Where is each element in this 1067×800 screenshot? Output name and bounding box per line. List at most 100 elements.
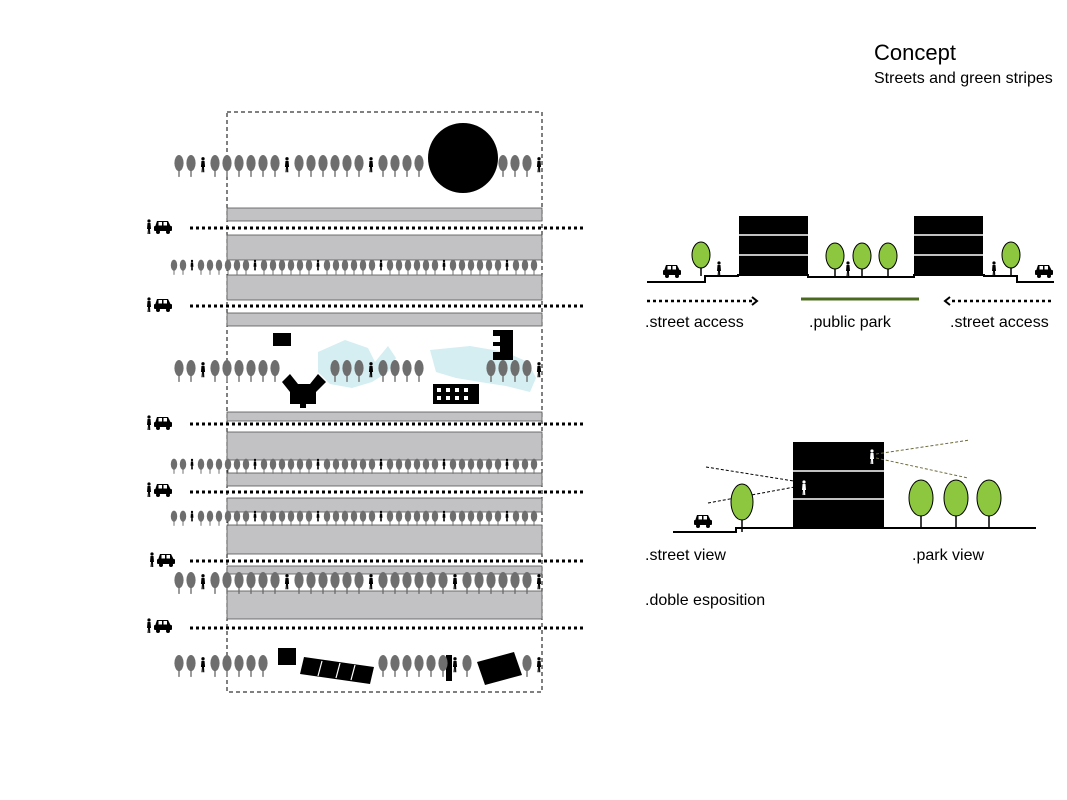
tree-icon xyxy=(431,259,439,275)
tree-icon xyxy=(449,458,457,474)
tree-icon xyxy=(197,458,205,474)
pedestrian-icon xyxy=(505,259,509,271)
pedestrian-icon xyxy=(253,458,257,470)
pedestrian-icon xyxy=(717,261,721,276)
tree-icon xyxy=(215,259,223,275)
tree-icon xyxy=(260,259,268,275)
tree-icon xyxy=(296,259,304,275)
car-icon xyxy=(157,554,175,567)
tree-icon xyxy=(368,458,376,474)
tree-icon xyxy=(350,458,358,474)
tree-icon xyxy=(270,360,280,382)
tree-icon xyxy=(296,510,304,526)
car-icon xyxy=(154,620,172,633)
car-icon xyxy=(694,515,712,528)
building xyxy=(278,648,296,665)
tree-icon xyxy=(498,155,508,177)
tree-icon xyxy=(287,510,295,526)
tree-icon xyxy=(395,458,403,474)
street-icons xyxy=(147,219,175,633)
stripe xyxy=(226,274,543,301)
tree-icon xyxy=(426,655,436,677)
tree-icon xyxy=(878,242,898,277)
tree-icon xyxy=(485,510,493,526)
tree-icon xyxy=(287,259,295,275)
tree-icon xyxy=(332,259,340,275)
tree-icon xyxy=(852,242,872,277)
sight-lines xyxy=(705,466,801,504)
stripe xyxy=(226,524,543,555)
tree-icon xyxy=(323,259,331,275)
pedestrian-icon xyxy=(190,259,194,271)
tree-icon xyxy=(378,655,388,677)
tree-icon xyxy=(422,458,430,474)
label-park-view: .park view xyxy=(912,547,985,564)
pedestrian-icon xyxy=(190,458,194,470)
tree-icon xyxy=(494,458,502,474)
building-windows xyxy=(437,388,468,400)
label-street-access-left: .street access xyxy=(645,314,744,331)
building xyxy=(446,655,452,681)
tree-icon xyxy=(186,360,196,382)
arrow-head xyxy=(751,296,759,306)
tree-icon xyxy=(341,510,349,526)
tree-icon xyxy=(210,572,220,594)
tree-icon xyxy=(908,479,934,528)
ground-line xyxy=(673,527,1036,533)
tree-icon xyxy=(296,458,304,474)
section-buildings xyxy=(739,216,983,275)
tree-icon xyxy=(691,241,711,276)
tree-icon xyxy=(395,259,403,275)
pedestrian-icon xyxy=(505,510,509,522)
pedestrian-icon xyxy=(536,574,542,590)
tree-icon xyxy=(354,155,364,177)
tree-icon xyxy=(234,155,244,177)
tree-icon xyxy=(413,259,421,275)
tree-icon xyxy=(1001,241,1021,276)
building-divisions xyxy=(317,660,356,681)
tree-icon xyxy=(512,458,520,474)
tree-icon xyxy=(414,360,424,382)
tree-icon xyxy=(215,510,223,526)
tree-icon xyxy=(246,360,256,382)
tree-icon xyxy=(206,458,214,474)
tree-icon xyxy=(512,259,520,275)
view-trees xyxy=(730,479,1002,532)
car-icon xyxy=(154,221,172,234)
green-stripes xyxy=(226,207,543,620)
car-icon xyxy=(154,417,172,430)
building xyxy=(300,657,374,684)
building xyxy=(739,216,808,275)
pedestrian-icon xyxy=(536,362,542,378)
tree-icon xyxy=(431,510,439,526)
pedestrian-icon xyxy=(316,259,320,271)
tree-icon xyxy=(242,458,250,474)
building xyxy=(273,333,291,346)
tree-icon xyxy=(287,458,295,474)
tree-icon xyxy=(414,155,424,177)
tree-icon xyxy=(242,510,250,526)
section-diagram xyxy=(647,216,1054,306)
tree-icon xyxy=(976,479,1002,528)
tree-icon xyxy=(530,458,538,474)
tree-icon xyxy=(368,510,376,526)
tree-icon xyxy=(224,510,232,526)
label-public-park: .public park xyxy=(809,314,891,331)
tree-icon xyxy=(174,572,184,594)
tree-icon xyxy=(730,483,754,532)
tree-icon xyxy=(170,259,178,275)
stripe xyxy=(226,431,543,461)
tree-icon xyxy=(476,259,484,275)
tree-icon xyxy=(458,458,466,474)
view-diagram xyxy=(673,439,1036,533)
tree-icon xyxy=(485,259,493,275)
tree-icon xyxy=(174,655,184,677)
tree-icon xyxy=(341,259,349,275)
tree-icon xyxy=(294,155,304,177)
stripe xyxy=(226,472,543,487)
pedestrian-icon xyxy=(442,458,446,470)
pedestrian-icon xyxy=(452,657,458,673)
tree-icon xyxy=(258,655,268,677)
tree-icon xyxy=(404,510,412,526)
